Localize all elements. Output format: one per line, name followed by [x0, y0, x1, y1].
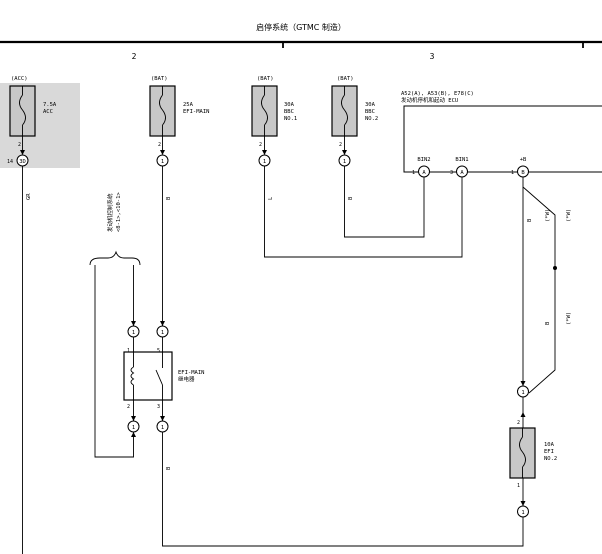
relay-pin-2: 2: [127, 404, 130, 410]
splice-point: [553, 266, 557, 270]
wire-note-w2: (*W): [566, 209, 572, 222]
arrow-icon: [131, 432, 136, 437]
connector-efi2-bottom-label: 1: [521, 510, 524, 516]
arrow-icon: [131, 416, 136, 421]
wire-color-b-relay: B: [166, 466, 172, 470]
connector-relay-5-label: 1: [161, 330, 164, 336]
relay-efi-main: [123, 351, 173, 401]
wire-color-b-bbc2: B: [348, 196, 354, 200]
arrow-icon: [160, 416, 165, 421]
connector-ecu-b1-pin: 1: [511, 170, 514, 176]
fuse-bbc2-pin: 2: [339, 142, 342, 148]
arrow-icon: [262, 150, 267, 155]
relay-coil-icon: [130, 366, 135, 386]
fuse-bbc1-name: BBC: [284, 109, 294, 115]
fuse-efi-main-rating: 25A: [183, 102, 194, 108]
connector-ecu-a3: [456, 165, 468, 178]
fuse-bbc1-pin: 2: [259, 142, 262, 148]
relay-pin-5: 5: [157, 348, 160, 354]
fuse-bbc1-source: (BAT): [257, 76, 274, 82]
wire-color-gr: GR: [26, 193, 32, 200]
connector-relay-1-label: 1: [132, 330, 135, 336]
ecu-pin-b: +B: [520, 157, 527, 163]
connector-3d-label: 3D: [19, 159, 26, 165]
engine-control-brace: [89, 250, 141, 266]
wire-note-w1: (*W): [545, 209, 551, 222]
wire-color-b-efi: B: [166, 196, 172, 200]
arrow-icon: [342, 150, 347, 155]
section-number-2: 2: [132, 52, 137, 61]
connector-relay-3: [156, 420, 169, 433]
fuse-acc-source: (ACC): [11, 76, 28, 82]
fuse-efi-main-source: (BAT): [151, 76, 168, 82]
ecu-title-1: A52(A), A53(B), E78(C): [401, 91, 474, 97]
ecu-pin-bin1: BIN1: [455, 157, 468, 163]
connector-ecu-a3-label: A: [460, 170, 464, 176]
fuse-bbc2-rating: 30A: [365, 102, 376, 108]
connector-bbc2-label: 1: [343, 159, 346, 165]
arrow-icon: [520, 501, 526, 506]
connector-ecu-a3-pin: 3: [450, 170, 453, 176]
connector-bbc1-label: 1: [263, 159, 266, 165]
ecu-pin-bin2: BIN2: [417, 157, 430, 163]
connector-3d-pin: 14: [7, 159, 13, 165]
wire-color-b-mid: B: [545, 321, 551, 325]
fuse-efi2-symbol: [519, 436, 526, 468]
fuse-bbc2-source: (BAT): [337, 76, 354, 82]
arrow-icon: [160, 150, 165, 155]
diagram-title: 启停系统（GTMC 制造）: [256, 22, 346, 32]
relay-switch-icon: [155, 369, 163, 386]
connector-efi-main-label: 1: [161, 159, 164, 165]
connector-efi2-top-label: 1: [521, 390, 524, 396]
connector-ecu-a1: [418, 165, 430, 178]
fuse-efi2-name: EFI: [544, 449, 554, 455]
wire-note-w3: (*W): [566, 312, 572, 325]
ecu-box: [403, 105, 602, 173]
fuse-bbc2-name2: NO.2: [365, 116, 378, 122]
fuse-efi2-pin-bottom: 1: [517, 483, 520, 489]
fuse-acc-name: ACC: [43, 109, 53, 115]
wire-b-bbc2: [344, 166, 425, 238]
fuse-bbc1-rating: 30A: [284, 102, 295, 108]
arrow-icon: [160, 321, 165, 326]
fuse-efi-main-symbol: [159, 94, 166, 126]
wire-l: [264, 166, 463, 258]
fuse-acc-pin: 2: [18, 142, 21, 148]
fuse-efi2-name2: NO.2: [544, 456, 557, 462]
relay-pin-1: 1: [127, 348, 130, 354]
connector-relay-3-label: 1: [161, 425, 164, 431]
fuse-bbc2-name: BBC: [365, 109, 375, 115]
arrow-icon: [131, 321, 136, 326]
relay-pin-3: 3: [157, 404, 160, 410]
arrow-icon: [520, 381, 526, 386]
fuse-efi-main-name: EFI-MAIN: [183, 109, 210, 115]
connector-ecu-a1-pin: 1: [412, 170, 415, 176]
fuse-efi2-pin-top: 2: [517, 420, 520, 426]
fuse-acc-rating: 7.5A: [43, 102, 57, 108]
wire-b-bottom: [162, 432, 524, 547]
engine-control-label-1: 发动机控制系统: [106, 193, 114, 232]
engine-control-label-2: <8-1>,<10-1>: [116, 192, 122, 232]
connector-relay-2: [127, 420, 140, 433]
fuse-acc-symbol: [19, 94, 26, 126]
connector-relay-2-label: 1: [132, 425, 135, 431]
ecu-title-2: 发动机停机和起动 ECU: [401, 96, 458, 104]
wire-color-b-ecu: B: [527, 218, 533, 222]
fuse-bbc1-name2: NO.1: [284, 116, 297, 122]
connector-ecu-b1-label: B: [521, 170, 525, 176]
arrow-icon: [20, 150, 25, 155]
wire-w-branch: [522, 186, 556, 394]
relay-name: EFI-MAIN: [178, 370, 205, 376]
wire-color-l: L: [268, 196, 274, 200]
arrow-icon: [520, 412, 526, 417]
fuse-efi-main-pin: 2: [158, 142, 161, 148]
connector-ecu-a1-label: A: [422, 170, 426, 176]
wire-loop: [94, 265, 134, 458]
fuse-bbc2-symbol: [341, 94, 348, 126]
fuse-bbc1-symbol: [261, 94, 268, 126]
section-number-3: 3: [430, 52, 435, 61]
relay-name2: 继电器: [178, 375, 195, 383]
fuse-efi2-rating: 10A: [544, 442, 555, 448]
